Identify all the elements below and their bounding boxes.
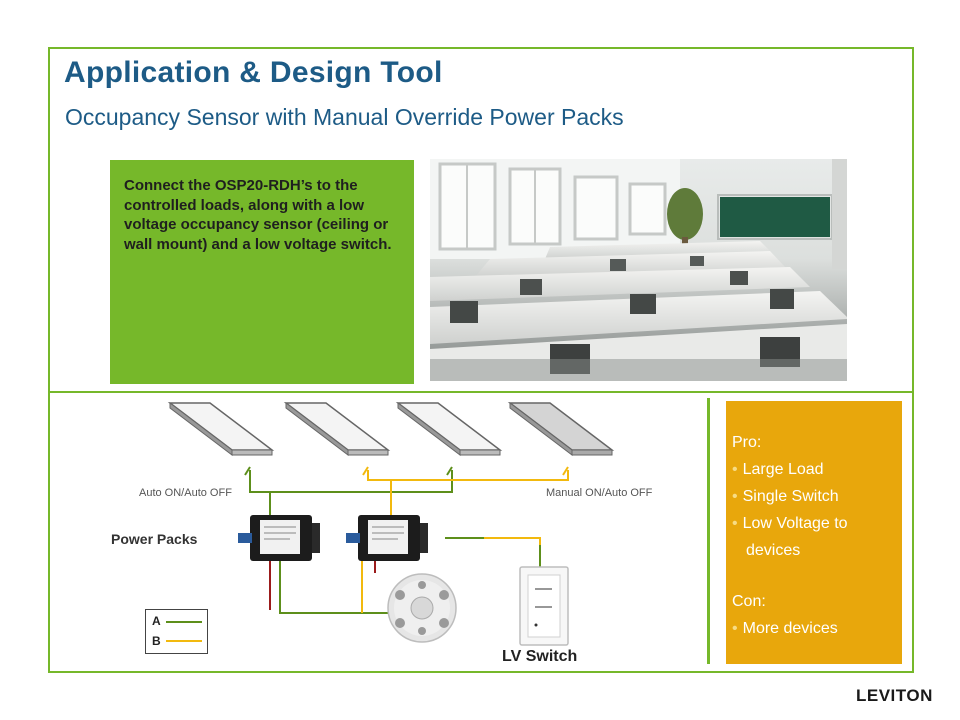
label-manual-on-auto-off: Manual ON/Auto OFF	[546, 487, 653, 499]
page-title: Application & Design Tool	[64, 56, 443, 89]
wiring-diagram	[100, 395, 700, 670]
page-subtitle: Occupancy Sensor with Manual Override Po…	[65, 104, 624, 130]
light-fixture-3	[395, 401, 503, 457]
label-power-packs: Power Packs	[111, 531, 198, 547]
frame-right-line	[912, 47, 914, 673]
occupancy-sensor	[387, 573, 457, 643]
pro-heading: Pro:	[732, 434, 762, 451]
power-pack-1	[238, 515, 320, 561]
con-heading: Con:	[732, 593, 766, 610]
label-auto-on-auto-off: Auto ON/Auto OFF	[139, 487, 232, 499]
pro-item: •Single Switch	[732, 488, 839, 505]
power-pack-2	[346, 515, 428, 561]
frame-bottom-line	[48, 671, 914, 673]
frame-middle-line	[48, 391, 914, 393]
frame-left-line	[48, 47, 50, 673]
lv-switch-device	[519, 566, 569, 646]
wire-legend: A B	[145, 609, 208, 654]
frame-top-line	[48, 47, 914, 49]
label-lv-switch: LV Switch	[502, 648, 578, 665]
pro-item: •Large Load	[732, 461, 824, 478]
legend-b-label: B	[152, 634, 161, 648]
light-fixture-1	[167, 401, 275, 457]
vertical-divider	[707, 398, 710, 664]
light-fixture-4	[507, 401, 615, 457]
con-item: •More devices	[732, 620, 838, 637]
pro-item-continued: devices	[746, 542, 801, 559]
legend-a-label: A	[152, 614, 161, 628]
leviton-logo: LEVITON	[856, 686, 933, 705]
light-fixture-2	[283, 401, 391, 457]
pro-item: •Low Voltage to	[732, 515, 848, 532]
description-text: Connect the OSP20-RDH’s to the controlle…	[124, 177, 392, 253]
pros-cons-box: Pro: •Large Load •Single Switch •Low Vol…	[726, 401, 902, 664]
description-box: Connect the OSP20-RDH’s to the controlle…	[110, 160, 414, 384]
classroom-photo	[430, 159, 847, 381]
